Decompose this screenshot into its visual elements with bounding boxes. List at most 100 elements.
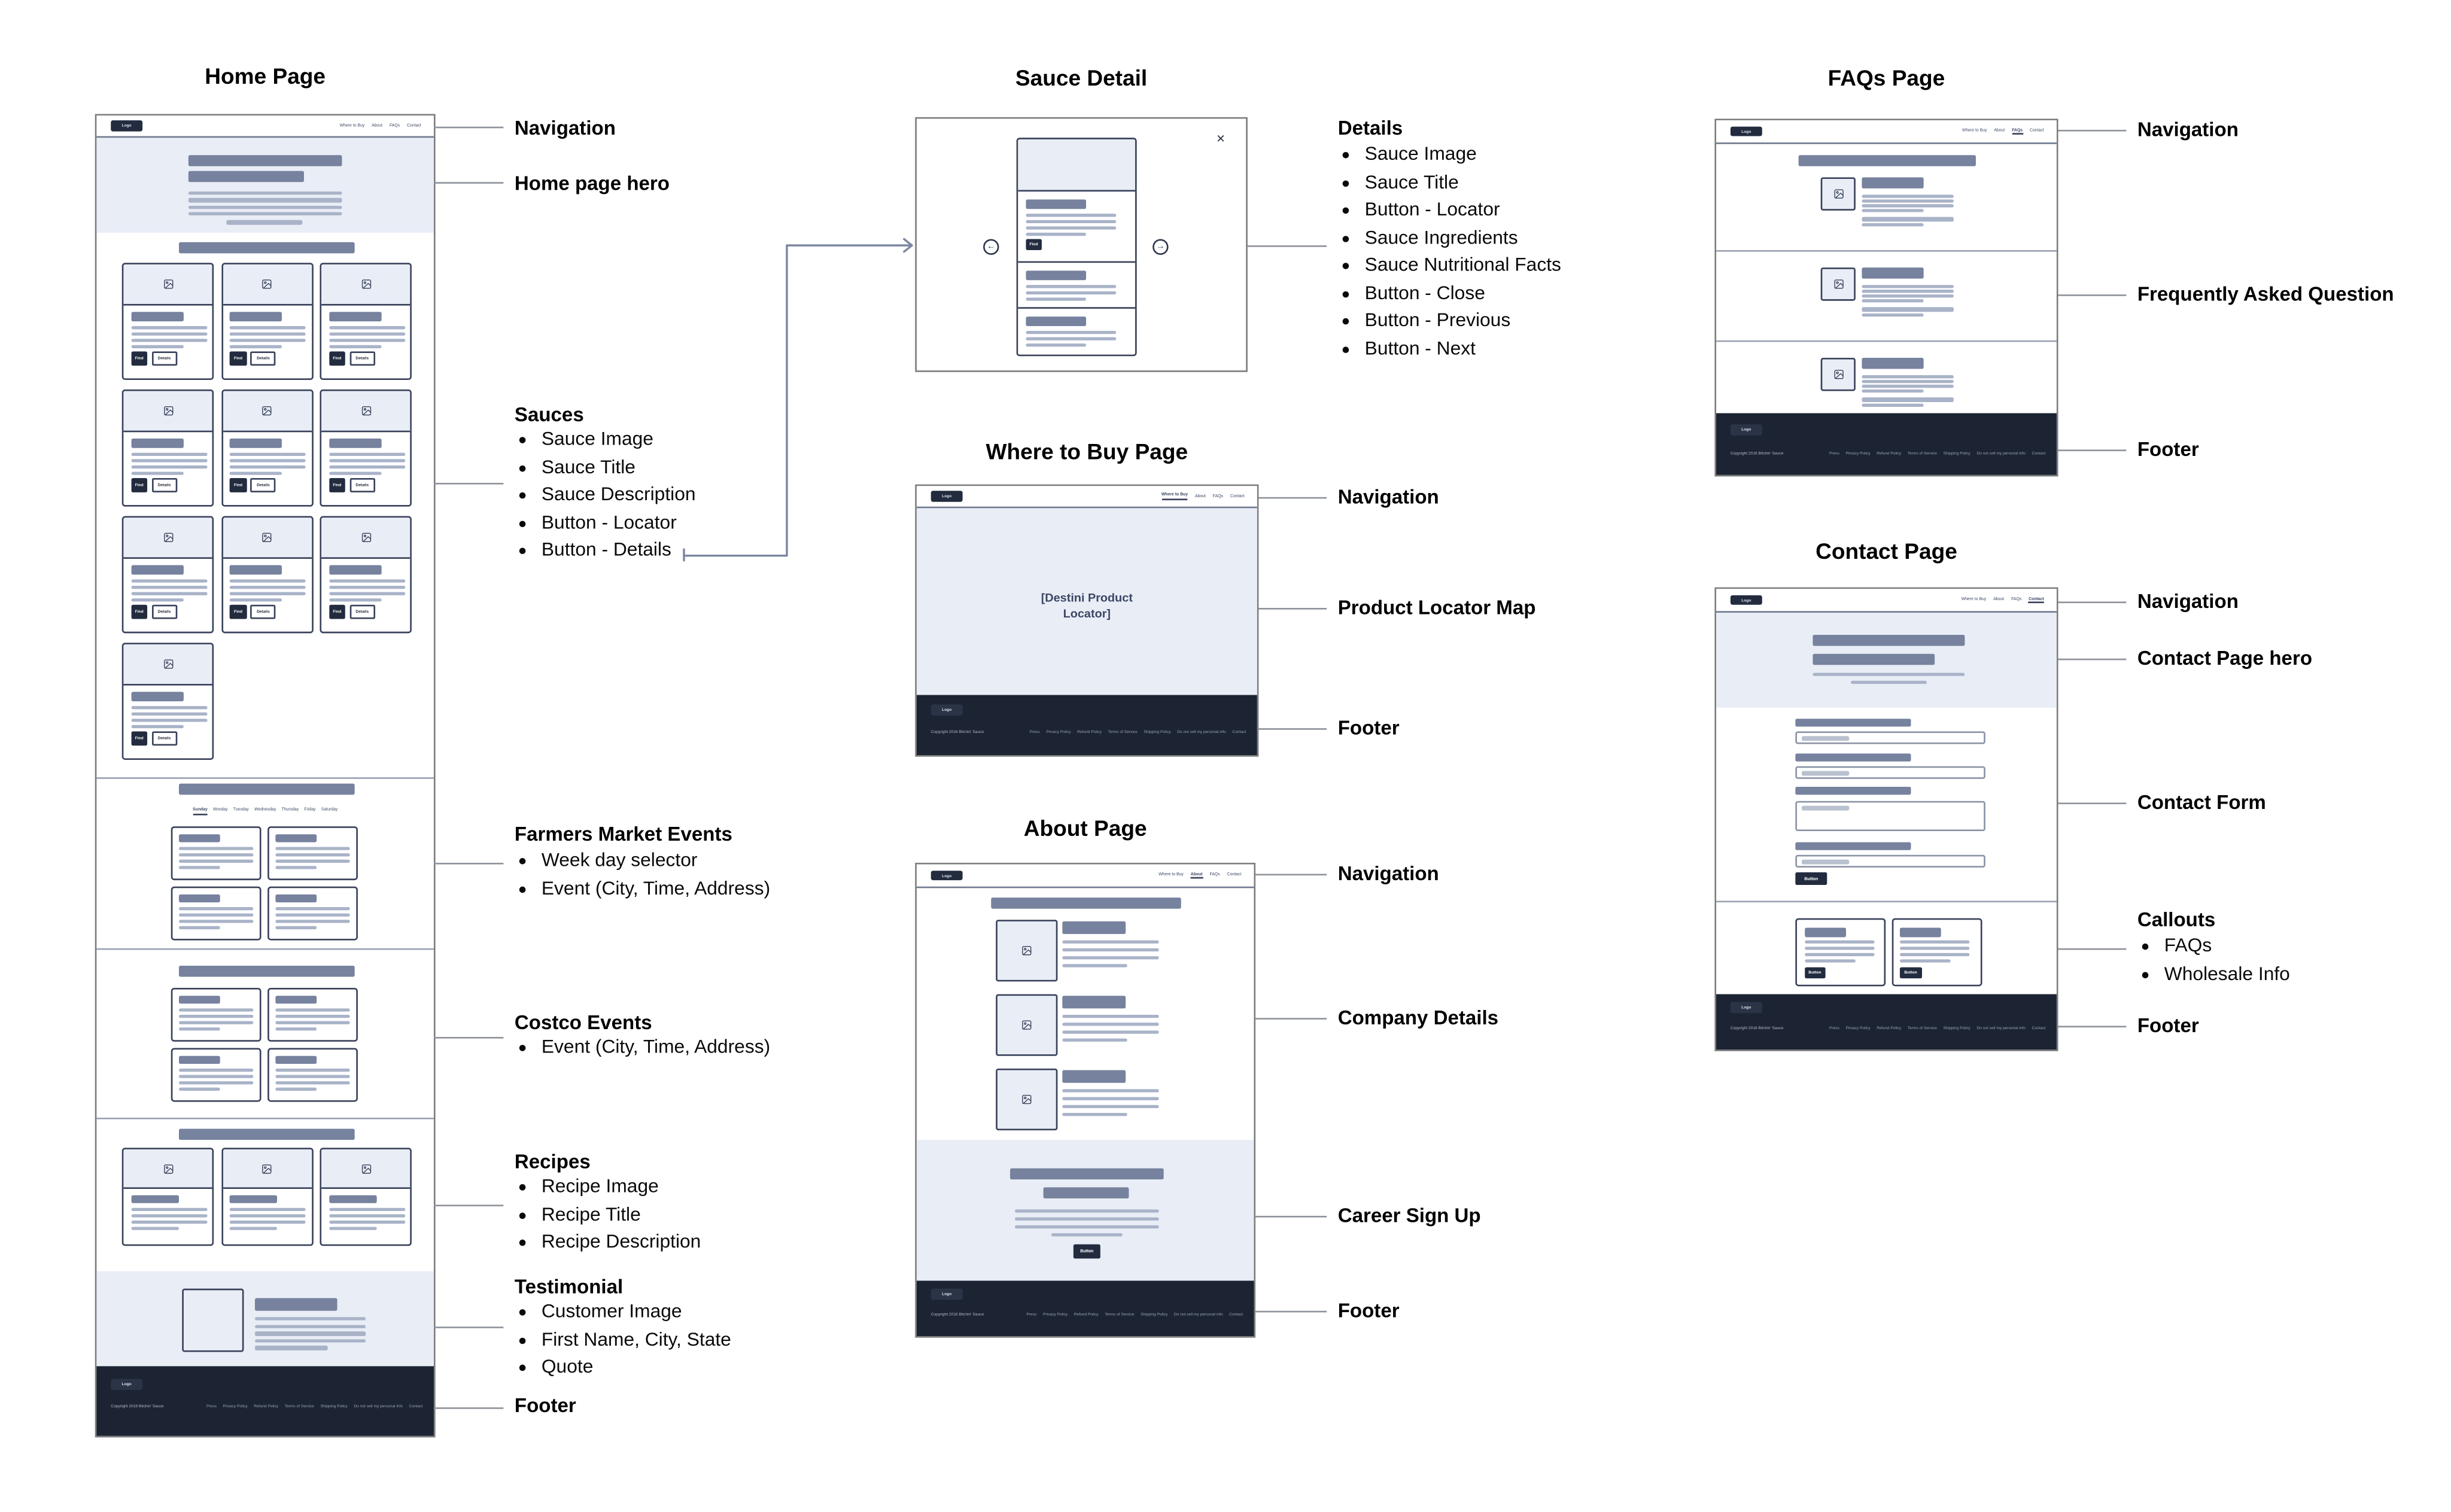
footer-link[interactable]: Press (1029, 729, 1040, 735)
subject-input[interactable] (1795, 854, 1985, 868)
details-button[interactable]: Details (251, 479, 276, 492)
nav-link-about[interactable]: About (1994, 129, 2005, 134)
next-arrow-icon[interactable]: → (1152, 239, 1169, 255)
footer-link[interactable]: Refund Policy (1077, 729, 1102, 735)
message-textarea[interactable] (1795, 801, 1985, 832)
find-button[interactable]: Find (229, 479, 247, 492)
nav-link-where-to-buy[interactable]: Where to Buy (1962, 129, 1987, 134)
details-button[interactable]: Details (251, 605, 276, 619)
details-button[interactable]: Details (151, 352, 177, 366)
footer-link[interactable]: Shipping Policy (1141, 1312, 1168, 1318)
footer-link[interactable]: Do not sell my personal info (1976, 1026, 2026, 1031)
nav-link-contact[interactable]: Contact (407, 123, 421, 129)
footer-logo-button[interactable]: Logo (930, 704, 963, 715)
footer-link[interactable]: Terms of Service (1105, 1312, 1135, 1318)
details-button[interactable]: Details (349, 479, 375, 492)
footer-link[interactable]: Press (1829, 451, 1839, 456)
email-input[interactable] (1795, 766, 1985, 779)
footer-link[interactable]: Terms of Service (1907, 1026, 1937, 1031)
product-locator-map[interactable] (916, 508, 1257, 698)
find-button[interactable]: Find (130, 479, 148, 492)
find-button[interactable]: Find (329, 352, 346, 366)
footer-link[interactable]: Do not sell my personal info (1177, 729, 1226, 735)
details-button[interactable]: Details (151, 732, 177, 746)
close-icon[interactable]: ✕ (1216, 134, 1226, 146)
find-button[interactable]: Find (130, 732, 148, 746)
logo-button[interactable]: Logo (1730, 126, 1762, 137)
name-input[interactable] (1795, 731, 1985, 744)
weekday-tab-monday[interactable]: Monday (213, 807, 228, 813)
nav-link-faqs[interactable]: FAQs (1209, 873, 1220, 878)
weekday-tab-thursday[interactable]: Thursday (281, 807, 299, 813)
form-submit-button[interactable]: Button (1795, 872, 1827, 886)
find-button[interactable]: Find (329, 605, 346, 619)
footer-link[interactable]: Terms of Service (284, 1404, 314, 1409)
nav-link-contact[interactable]: Contact (1227, 873, 1242, 878)
footer-link[interactable]: Privacy Policy (223, 1404, 248, 1409)
weekday-tab-tuesday[interactable]: Tuesday (233, 807, 249, 813)
details-button[interactable]: Details (151, 479, 177, 492)
footer-link[interactable]: Terms of Service (1108, 729, 1138, 735)
nav-link-where-to-buy[interactable]: Where to Buy (1158, 873, 1184, 878)
footer-logo-button[interactable]: Logo (111, 1379, 143, 1389)
nav-link-faqs[interactable]: FAQs (1212, 494, 1224, 499)
footer-link[interactable]: Refund Policy (254, 1404, 279, 1409)
nav-link-about[interactable]: About (1194, 494, 1206, 499)
footer-link[interactable]: Do not sell my personal info (1976, 451, 2026, 456)
footer-link[interactable]: Press (1829, 1026, 1839, 1031)
footer-link[interactable]: Press (1026, 1312, 1037, 1318)
nav-link-where-to-buy[interactable]: Where to Buy (339, 123, 365, 129)
footer-link[interactable]: Shipping Policy (320, 1404, 348, 1409)
footer-link[interactable]: Privacy Policy (1046, 729, 1071, 735)
weekday-tab-saturday[interactable]: Saturday (321, 807, 338, 813)
logo-button[interactable]: Logo (930, 870, 963, 881)
footer-link[interactable]: Do not sell my personal info (1173, 1312, 1223, 1318)
weekday-tab-friday[interactable]: Friday (304, 807, 316, 813)
footer-link[interactable]: Refund Policy (1074, 1312, 1099, 1318)
footer-link[interactable]: Shipping Policy (1943, 1026, 1970, 1031)
details-button[interactable]: Details (151, 605, 177, 619)
find-button[interactable]: Find (229, 352, 247, 366)
footer-link[interactable]: Refund Policy (1877, 1026, 1902, 1031)
nav-link-where-to-buy[interactable]: Where to Buy (1161, 492, 1188, 500)
footer-link[interactable]: Privacy Policy (1043, 1312, 1068, 1318)
footer-logo-button[interactable]: Logo (1730, 1002, 1762, 1012)
footer-link[interactable]: Press (206, 1404, 217, 1409)
footer-link[interactable]: Privacy Policy (1845, 451, 1871, 456)
details-button[interactable]: Details (349, 605, 375, 619)
footer-link[interactable]: Shipping Policy (1943, 451, 1970, 456)
nav-link-about[interactable]: About (372, 123, 383, 129)
logo-button[interactable]: Logo (930, 491, 963, 502)
details-button[interactable]: Details (349, 352, 375, 366)
nav-link-faqs[interactable]: FAQs (2011, 597, 2022, 603)
find-button[interactable]: Find (130, 352, 148, 366)
footer-link[interactable]: Do not sell my personal info (354, 1404, 403, 1409)
nav-link-about[interactable]: About (1190, 872, 1203, 880)
callout-button[interactable]: Button (1804, 968, 1826, 979)
details-button[interactable]: Details (251, 352, 276, 366)
nav-link-contact[interactable]: Contact (2029, 596, 2044, 604)
nav-link-contact[interactable]: Contact (2030, 129, 2044, 134)
nav-link-faqs[interactable]: FAQs (2012, 127, 2023, 135)
footer-link[interactable]: Refund Policy (1877, 451, 1902, 456)
nav-link-contact[interactable]: Contact (1230, 494, 1245, 499)
footer-logo-button[interactable]: Logo (1730, 424, 1762, 435)
footer-logo-button[interactable]: Logo (930, 1288, 963, 1299)
footer-link[interactable]: Contact (2032, 1026, 2046, 1031)
footer-link[interactable]: Shipping Policy (1144, 729, 1171, 735)
nav-link-about[interactable]: About (1993, 597, 2005, 603)
find-button[interactable]: Find (1025, 239, 1042, 251)
nav-link-where-to-buy[interactable]: Where to Buy (1961, 597, 1987, 603)
logo-button[interactable]: Logo (111, 120, 143, 131)
footer-link[interactable]: Terms of Service (1907, 451, 1937, 456)
find-button[interactable]: Find (130, 605, 148, 619)
find-button[interactable]: Find (229, 605, 247, 619)
callout-button[interactable]: Button (1899, 968, 1922, 979)
nav-link-faqs[interactable]: FAQs (389, 123, 400, 129)
career-signup-button[interactable]: Button (1073, 1244, 1100, 1258)
footer-link[interactable]: Privacy Policy (1845, 1026, 1871, 1031)
footer-link[interactable]: Contact (1232, 729, 1246, 735)
weekday-tab-wednesday[interactable]: Wednesday (254, 807, 276, 813)
logo-button[interactable]: Logo (1730, 595, 1762, 606)
weekday-tab-sunday[interactable]: Sunday (193, 807, 208, 815)
